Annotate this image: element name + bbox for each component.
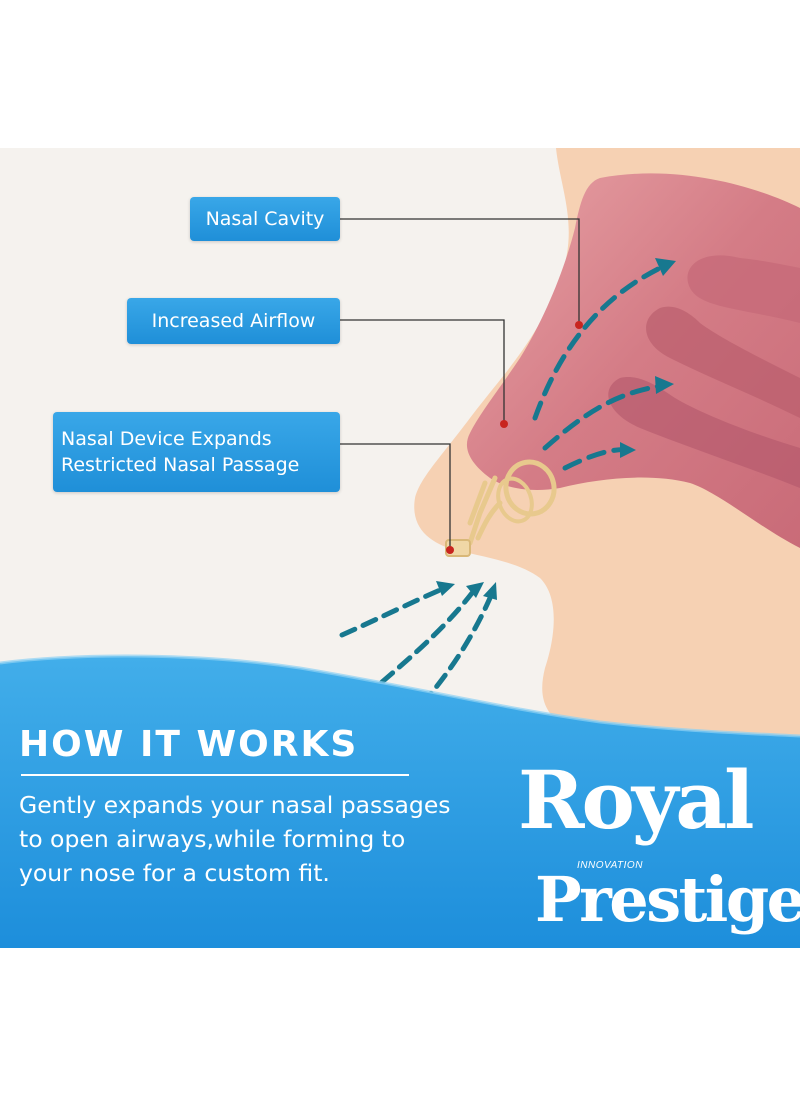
callout-nasal-cavity: Nasal Cavity (190, 197, 340, 241)
brand-logo-royal: Royal (518, 753, 755, 847)
description-line-1: Gently expands your nasal passages (19, 791, 451, 819)
brand-logo-prestige: Prestige (535, 863, 800, 936)
nasal-device (467, 459, 557, 546)
callout-increased-airflow-label: Increased Airflow (151, 310, 316, 332)
nose-diagram (0, 148, 800, 948)
heading-underline (21, 774, 409, 776)
callout-nasal-cavity-label: Nasal Cavity (205, 208, 325, 230)
wave-highlight (0, 654, 800, 738)
leader-markers (446, 321, 583, 554)
leader-lines (340, 218, 580, 548)
description-line-2: to open airways,while forming to (19, 825, 406, 853)
callout-increased-airflow: Increased Airflow (127, 298, 340, 344)
callout-nasal-device-line1: Nasal Device Expands (61, 428, 272, 450)
brand-logo-tagline: INNOVATION (577, 860, 643, 871)
blue-wave-band (0, 656, 800, 948)
turbinate-upper (687, 255, 800, 323)
description-line-3: your nose for a custom fit. (19, 859, 330, 887)
section-heading: HOW IT WORKS (19, 724, 359, 765)
turbinate-lower (608, 377, 800, 488)
callout-nasal-device-line2: Restricted Nasal Passage (61, 454, 300, 476)
inhale-arrowheads (436, 581, 497, 600)
airflow-arrowheads (620, 258, 676, 458)
section-description: Gently expands your nasal passages to op… (19, 788, 529, 890)
callout-nasal-device: Nasal Device Expands Restricted Nasal Pa… (53, 412, 340, 492)
product-illustration: Nasal Cavity Increased Airflow Nasal Dev… (0, 148, 800, 948)
turbinate-middle (646, 306, 800, 418)
